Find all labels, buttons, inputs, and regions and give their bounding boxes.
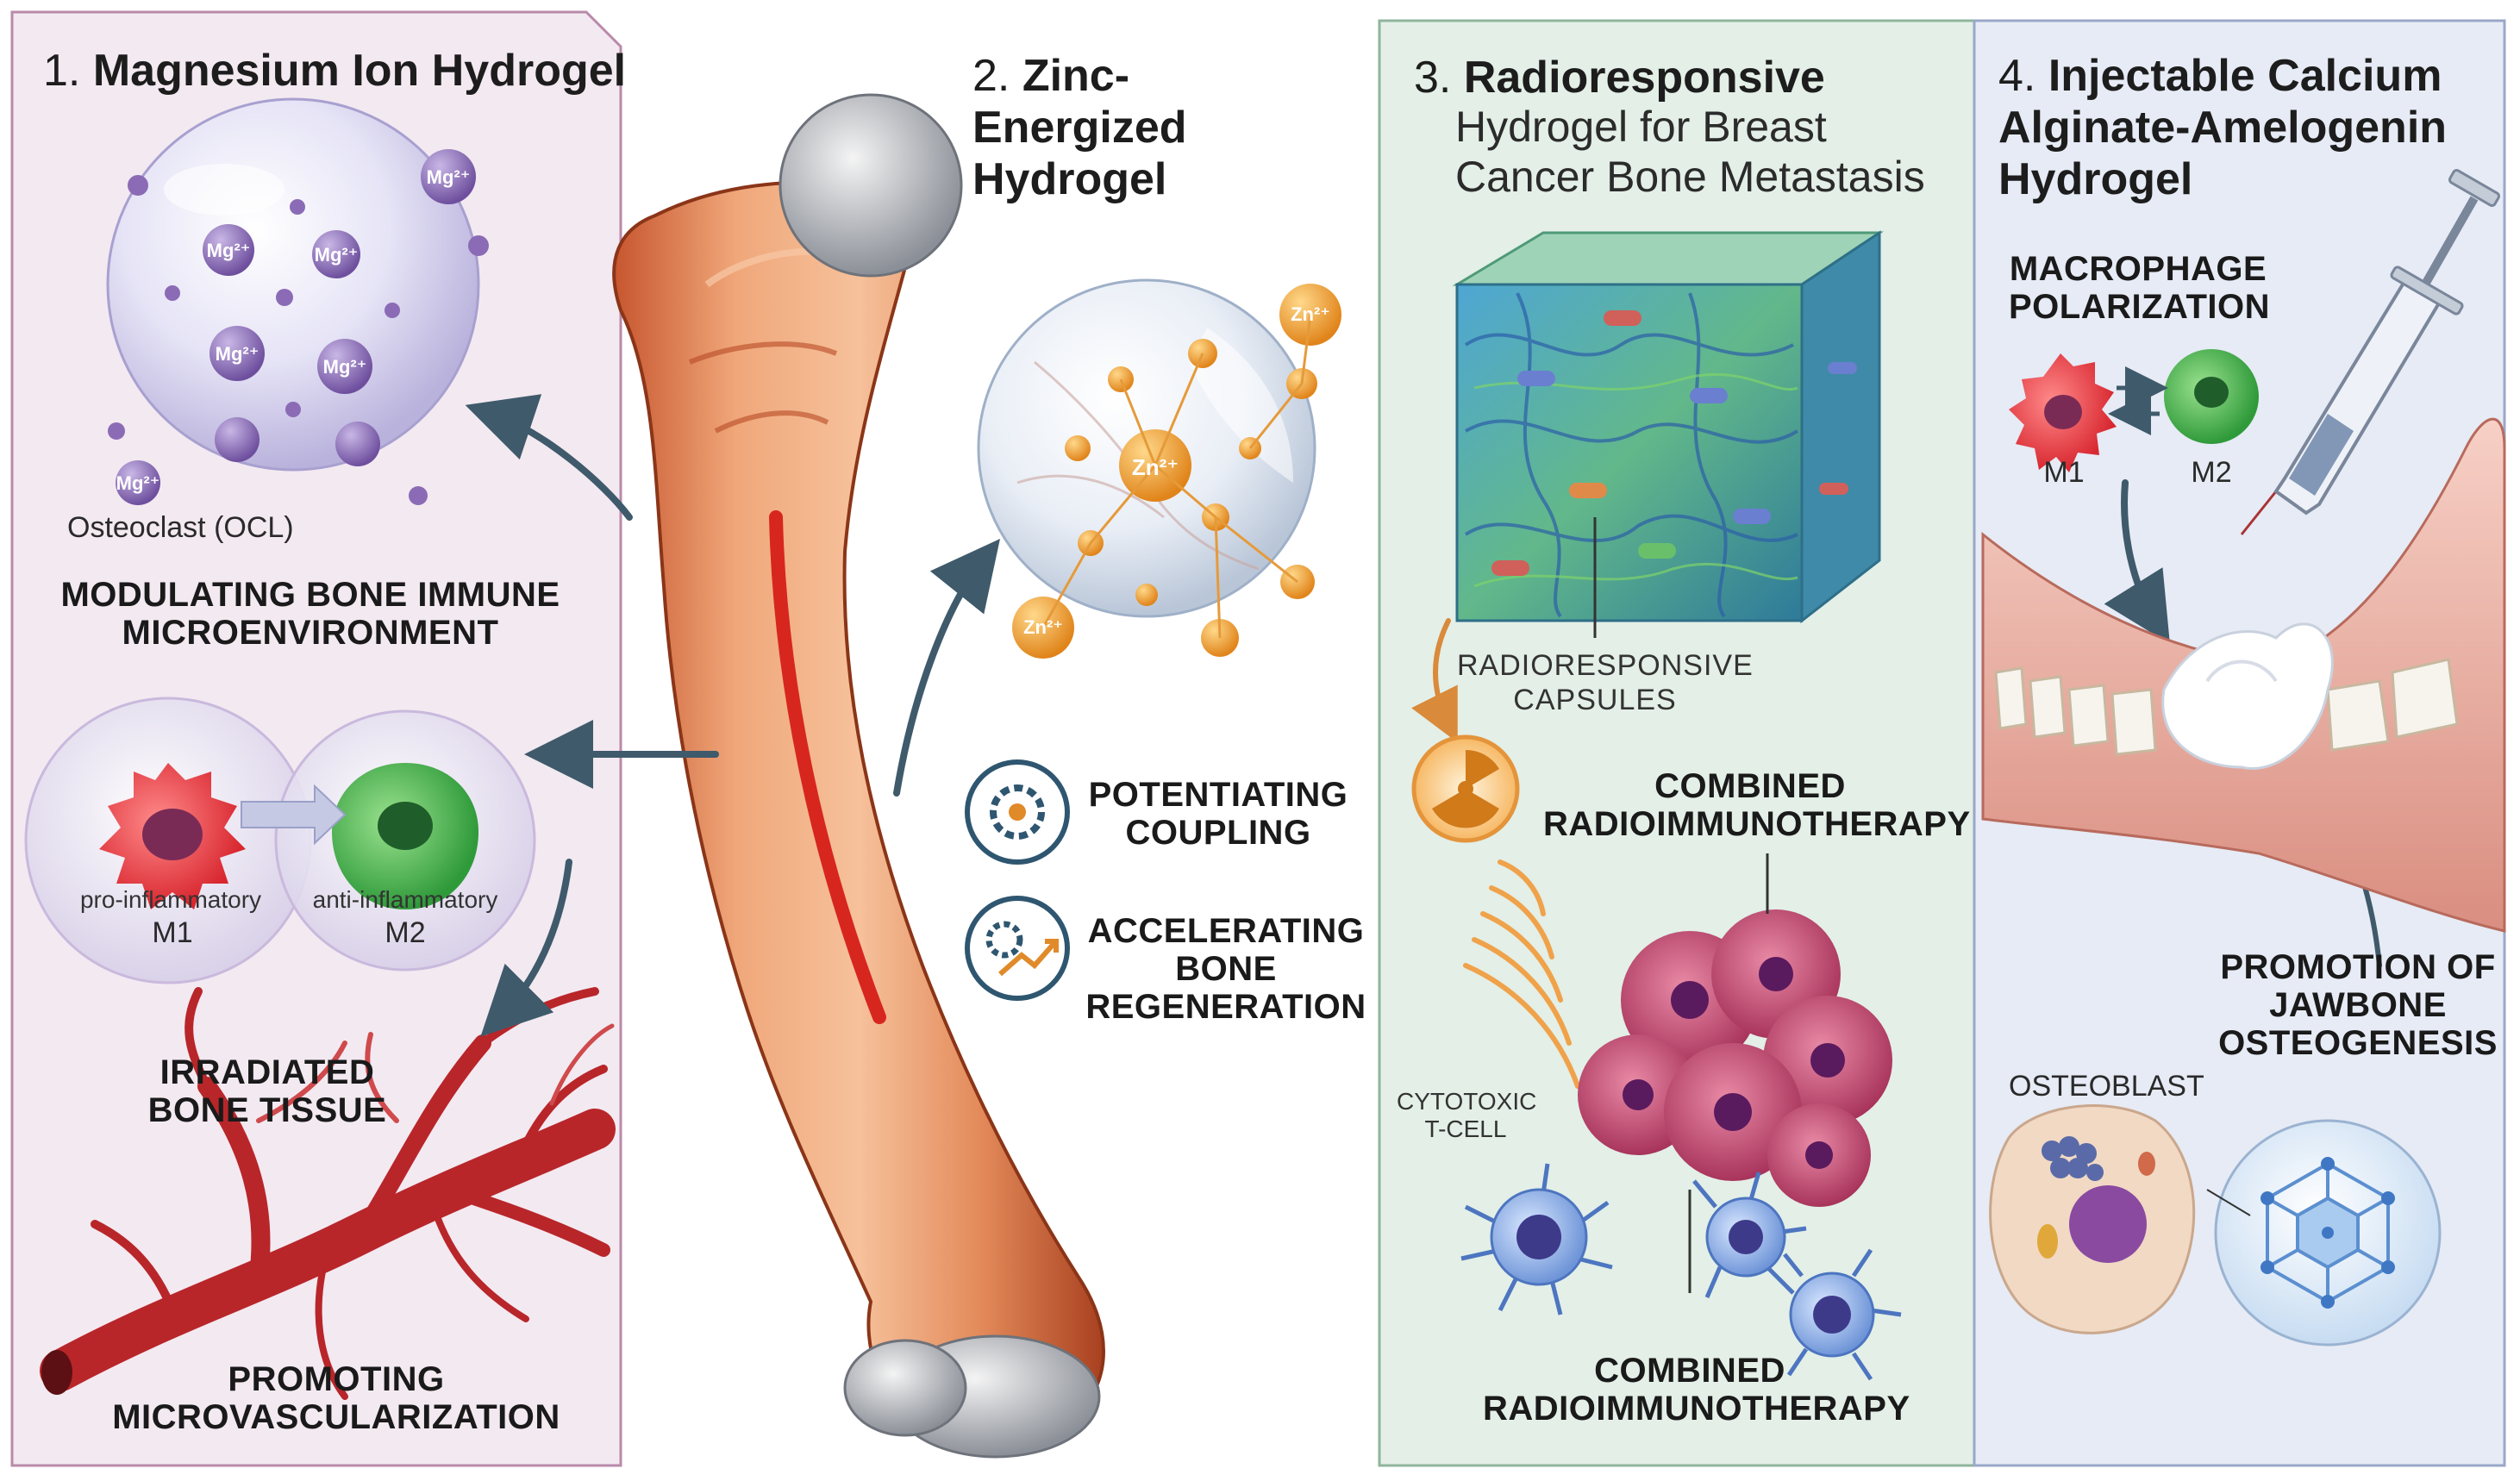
m2-subtitle: anti-inflammatory [312,886,498,913]
panel-4-title-text: Injectable Calcium Alginate-Amelogenin H… [1998,51,2448,204]
panel-2-title: 2. Zinc-Energized Hydrogel [972,50,1343,205]
panel-3-title: 3. Radioresponsive [1414,52,1825,103]
jawbone [1981,417,2506,933]
radiation-waves [1463,859,1580,1089]
panel-2-title-text: Zinc-Energized Hydrogel [972,51,1187,204]
femoral-head [779,93,963,278]
mg-ion-label: Mg²⁺ [426,166,471,188]
macrophage-polarization-label: MACROPHAGE POLARIZATION [2009,250,2271,326]
zn-ion-label: Zn²⁺ [1291,303,1330,325]
radiation-icon [1411,734,1520,843]
t-cell-label: CYTOTOXIC T-CELL [1397,1088,1537,1142]
vessel-opening [41,1350,72,1395]
potentiating-coupling-label: POTENTIATING COUPLING [1088,776,1348,852]
panel-3-number: 3. [1414,53,1452,103]
osteoblast-cell [1989,1104,2196,1334]
m2-label: M2 [385,916,426,949]
tumor-cluster [1578,853,1892,1293]
zn-ion-label: Zn²⁺ [1023,616,1063,638]
panel-4-title: 4. Injectable Calcium Alginate-Amelogeni… [1998,50,2498,205]
panel-3-title-text: Radioresponsive [1463,53,1825,103]
mg-ion-label: Mg²⁺ [322,356,367,378]
mg-ion-label: Mg²⁺ [116,472,160,494]
jawbone-osteogenesis-label: PROMOTION OF JAWBONE OSTEOGENESIS [2218,948,2498,1062]
combined-therapy-label-top: COMBINED RADIOIMMUNOTHERAPY [1543,767,1971,843]
syringe [2240,169,2501,535]
exchange-arrows [2108,366,2168,435]
m2-macrophage-small [2164,349,2259,444]
capsules-label: RADIORESPONSIVE CAPSULES [1457,649,1754,716]
coupling-icon [965,759,1070,865]
regeneration-icon [965,896,1070,1001]
panel-1-number: 1. [43,46,81,96]
capsules [1491,310,1857,576]
bone-scaffold [2214,1119,2442,1347]
mg-ion-label: Mg²⁺ [215,343,260,365]
m1-subtitle: pro-inflammatory [79,886,262,913]
m2-macrophage [274,709,536,972]
m1-macrophage-small [2009,353,2117,472]
caption-immune-microenvironment: MODULATING BONE IMMUNE MICROENVIRONMENT [60,576,560,652]
polarization-arrow [241,784,347,846]
m2-label-small: M2 [2191,456,2232,489]
m1-label-small: M1 [2043,456,2085,489]
panel-2-number: 2. [972,51,1010,101]
caption-irradiated-bone: IRRADIATED BONE TISSUE [147,1053,387,1129]
blood-vessels [40,987,616,1400]
m1-macrophage [24,697,312,984]
mg-ion-label: Mg²⁺ [206,240,251,261]
hydrogel-injection [2161,622,2334,770]
osteoblast-label: OSTEOBLAST [2009,1070,2204,1103]
femur-bone [612,93,1105,1459]
mg-ions [108,149,489,505]
osteoblast-link [2206,1189,2251,1216]
zn-ion-label: Zn²⁺ [1131,454,1179,480]
panel-1-title: 1. Magnesium Ion Hydrogel [43,45,626,97]
panel-1-title-text: Magnesium Ion Hydrogel [92,46,627,96]
combined-therapy-label-bottom: COMBINED RADIOIMMUNOTHERAPY [1483,1352,1910,1428]
caption-microvascularization: PROMOTING MICROVASCULARIZATION [112,1360,560,1436]
panel-3-subtitle: Hydrogel for Breast Cancer Bone Metastas… [1455,103,1925,201]
zn-ions [1012,284,1341,659]
m1-label: M1 [152,916,193,949]
t-cells [1460,1163,1902,1381]
mg-ion-label: Mg²⁺ [314,244,359,266]
panel-4-number: 4. [1998,51,2036,101]
flow-arrows [465,394,2382,1037]
radioresponsive-cube [1452,230,1884,638]
mg-hydrogel-sphere [106,97,480,472]
osteoclast-label: Osteoclast (OCL) [67,511,294,544]
accelerating-regeneration-label: ACCELERATING BONE REGENERATION [1085,912,1366,1026]
